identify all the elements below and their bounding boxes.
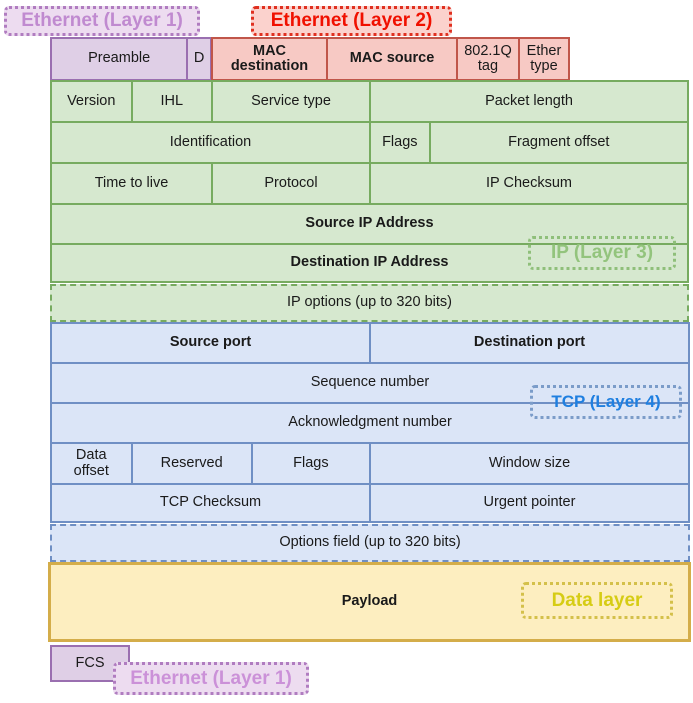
cell-tcp-options-field: Options field (up to 320 bits) [279,534,461,551]
cell-ip-time-to-live: Time to live [52,164,213,203]
tcp-row-options-field: Options field (up to 320 bits) [50,524,690,562]
cell-ip-source-address: Source IP Address [305,215,434,232]
cell-ip-packet-length: Packet length [485,92,573,109]
cell-tcp-acknowledgment-number: Acknowledgment number [288,414,452,431]
tag-ethernet-layer1-top: Ethernet (Layer 1) [4,6,200,36]
cell-tcp-reserved: Reserved [133,444,253,483]
cell-tcp-window-size: Window size [488,454,571,471]
cell-ip-destination-address: Destination IP Address [290,254,449,271]
cell-tcp-destination-port: Destination port [473,334,586,351]
tag-ip-layer3: IP (Layer 3) [528,236,676,270]
cell-ip-fragment-offset: Fragment offset [508,133,610,150]
ip-row-version: Version IHL Service type Packet length [50,80,689,121]
tcp-row-checksum: TCP Checksum Urgent pointer [50,483,690,523]
cell-tcp-flags: Flags [253,444,372,483]
ip-row-options: IP options (up to 320 bits) [50,284,689,322]
cell-ip-checksum: IP Checksum [486,174,572,191]
cell-ip-identification: Identification [52,123,371,162]
cell-preamble: Preamble [52,39,189,79]
cell-tcp-source-port: Source port [52,324,371,362]
payload-row: Payload [48,562,691,642]
cell-tcp-urgent-pointer: Urgent pointer [483,494,576,511]
ip-row-ttl: Time to live Protocol IP Checksum [50,162,689,203]
tcp-row-data-offset: Data offset Reserved Flags Window size [50,442,690,483]
cell-start-frame-delimiter: D [193,50,205,67]
cell-tcp-checksum: TCP Checksum [52,485,371,521]
tag-ethernet-layer2: Ethernet (Layer 2) [251,6,452,36]
ethernet-l2-header-row: MAC destination MAC source 802.1Q tag Et… [211,37,570,81]
tag-data-layer: Data layer [521,582,673,619]
ip-row-source-address: Source IP Address [50,203,689,243]
cell-mac-destination: MAC destination [213,39,328,79]
cell-fcs: FCS [75,654,105,671]
tcp-row-acknowledgment-number: Acknowledgment number [50,402,690,442]
cell-ether-type: Ether type [526,42,562,74]
ip-row-identification: Identification Flags Fragment offset [50,121,689,162]
tcp-row-sequence-number: Sequence number [50,362,690,402]
cell-vlan-802-1q-tag: 802.1Q tag [458,39,520,79]
cell-ip-flags: Flags [371,123,431,162]
cell-payload: Payload [341,593,398,610]
cell-ip-protocol: Protocol [213,164,371,203]
ip-row-destination-address: Destination IP Address [50,243,689,283]
tag-ethernet-layer1-bottom: Ethernet (Layer 1) [113,662,309,695]
cell-tcp-data-offset: Data offset [52,444,133,483]
cell-mac-source: MAC source [328,39,458,79]
cell-ip-service-type: Service type [213,82,372,121]
ethernet-fcs-row: FCS [50,645,130,682]
ethernet-preamble-row: Preamble D [50,37,212,81]
cell-ip-ihl: IHL [133,82,213,121]
tag-tcp-layer4: TCP (Layer 4) [530,385,682,419]
cell-ip-version: Version [52,82,133,121]
tcp-row-ports: Source port Destination port [50,322,690,362]
cell-tcp-sequence-number: Sequence number [310,374,430,391]
cell-ip-options: IP options (up to 320 bits) [287,294,452,311]
